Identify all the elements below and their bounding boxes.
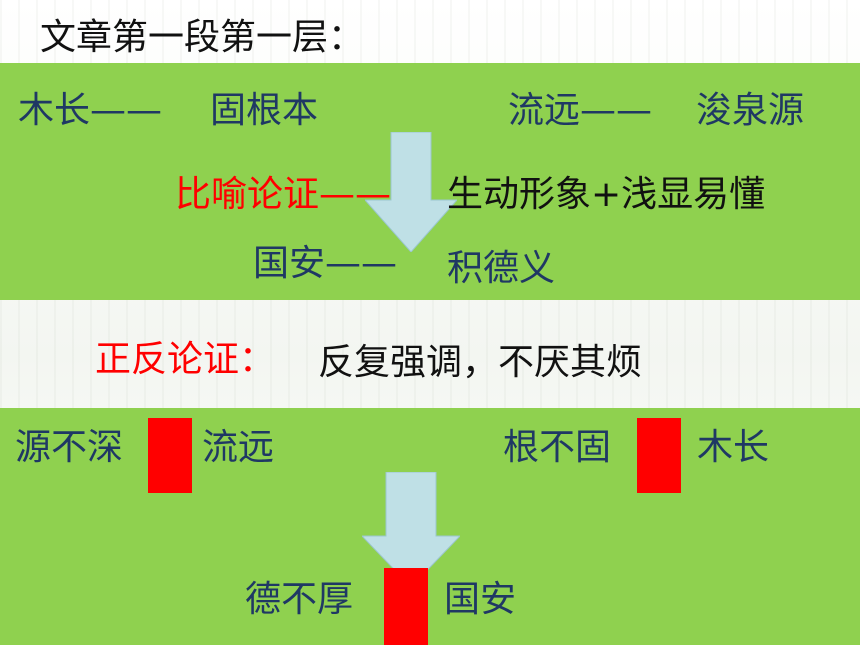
answer-blank-box	[148, 418, 192, 493]
dredge-source-text: 浚泉源	[696, 90, 805, 131]
root-solid-text: 固根本	[210, 90, 319, 131]
answer-blank-box	[637, 418, 681, 493]
source-shallow-text: 源不深	[15, 427, 124, 468]
country-safe-text: 国安	[444, 579, 517, 620]
root-loose-text: 根不固	[503, 427, 612, 468]
bottom-panel: 源不深 流远 根不固 木长 德不厚 国安	[0, 408, 860, 645]
contrast-argument-label: 正反论证：	[95, 339, 276, 380]
metaphor-effect-text: 生动形象+浅显易懂	[447, 174, 766, 215]
tree-long-text: 木长——	[18, 90, 163, 131]
virtue-thin-text: 德不厚	[245, 579, 354, 620]
down-arrow-icon	[365, 132, 457, 252]
tree-long-text: 木长	[697, 427, 770, 468]
accumulate-virtue-text: 积德义	[447, 248, 556, 289]
top-panel: 木长—— 固根本 流远—— 浚泉源 比喻论证—— 生动形象+浅显易懂 国安—— …	[0, 63, 860, 300]
stream-far-text: 流远	[202, 427, 275, 468]
metaphor-argument-label: 比喻论证——	[175, 174, 392, 215]
down-arrow-icon	[362, 472, 460, 587]
contrast-argument-text: 反复强调，不厌其烦	[318, 342, 643, 383]
page-title: 文章第一段第一层：	[40, 17, 365, 58]
answer-blank-box	[384, 568, 428, 645]
stream-far-text: 流远——	[508, 90, 653, 131]
country-safe-text: 国安——	[253, 243, 398, 284]
